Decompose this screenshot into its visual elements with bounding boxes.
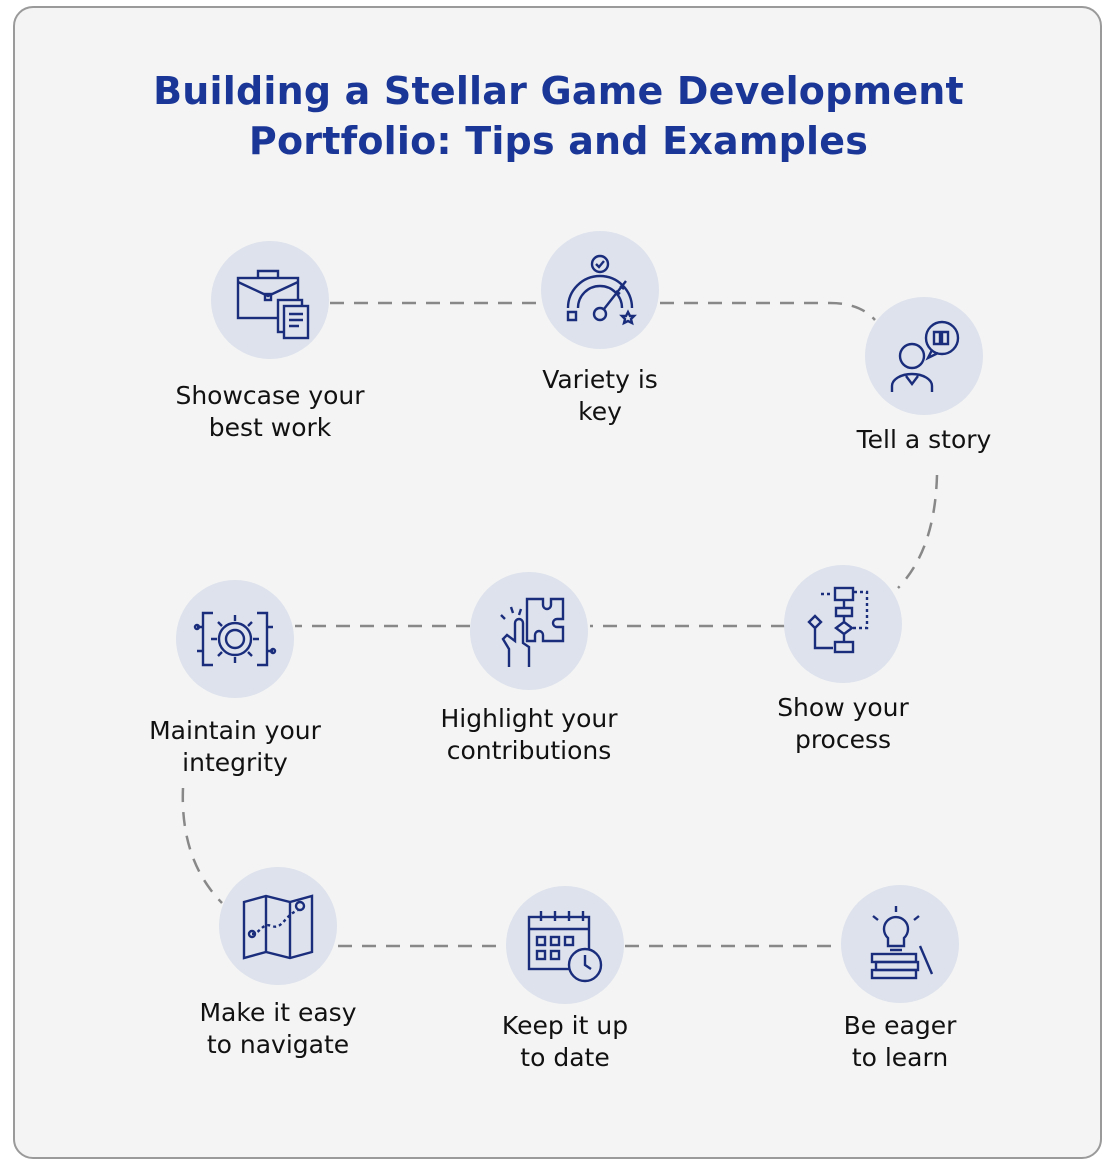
step-1-label: Showcase your best work [140,380,400,444]
label-line: Be eager [843,1011,957,1040]
label-line: Make it easy [199,998,357,1027]
map-route-icon [242,894,314,960]
briefcase-documents-icon [236,269,310,340]
label-line: best work [208,413,332,442]
step-7-label: Make it easy to navigate [148,997,408,1061]
step-6-label: Maintain your integrity [105,715,365,779]
flowchart-icon [807,586,869,654]
label-line: to date [520,1043,610,1072]
label-line: to learn [851,1043,949,1072]
step-8-label: Keep it up to date [435,1010,695,1074]
step-8-circle [506,886,624,1004]
step-7-circle [219,867,337,985]
step-1-circle [211,241,329,359]
step-2-label: Variety is key [470,364,730,428]
label-line: Highlight your [440,704,618,733]
gauge-key-icon [566,254,637,326]
step-6-circle [176,580,294,698]
gear-circuit-icon [193,611,277,667]
label-line: Maintain your [149,716,321,745]
connector-3-4 [897,474,939,589]
label-line: Show your [777,693,909,722]
label-line: Keep it up [501,1011,629,1040]
label-line: process [794,725,892,754]
connector-6-7 [181,787,223,904]
label-line: Showcase your [175,381,365,410]
step-9-label: Be eager to learn [770,1010,1030,1074]
calendar-clock-icon [527,911,603,983]
step-3-label: Tell a story [794,424,1054,456]
step-2-circle [541,231,659,349]
label-line: key [578,397,622,426]
lightbulb-books-icon [870,906,934,980]
step-5-label: Highlight your contributions [399,703,659,767]
page-title: Building a Stellar Game Development Port… [0,66,1117,166]
storyteller-book-icon [890,320,960,392]
step-4-label: Show your process [713,692,973,756]
step-3-circle [865,297,983,415]
connector-2-3 [660,301,876,321]
label-line: Variety is [542,365,658,394]
step-4-circle [784,565,902,683]
label-line: integrity [182,748,288,777]
label-line: contributions [446,736,612,765]
title-line-2: Portfolio: Tips and Examples [248,119,869,163]
label-line: to navigate [206,1030,350,1059]
label-line: Tell a story [856,425,992,454]
step-9-circle [841,885,959,1003]
step-5-circle [470,572,588,690]
title-line-1: Building a Stellar Game Development [153,69,964,113]
puzzle-hand-icon [500,597,565,667]
